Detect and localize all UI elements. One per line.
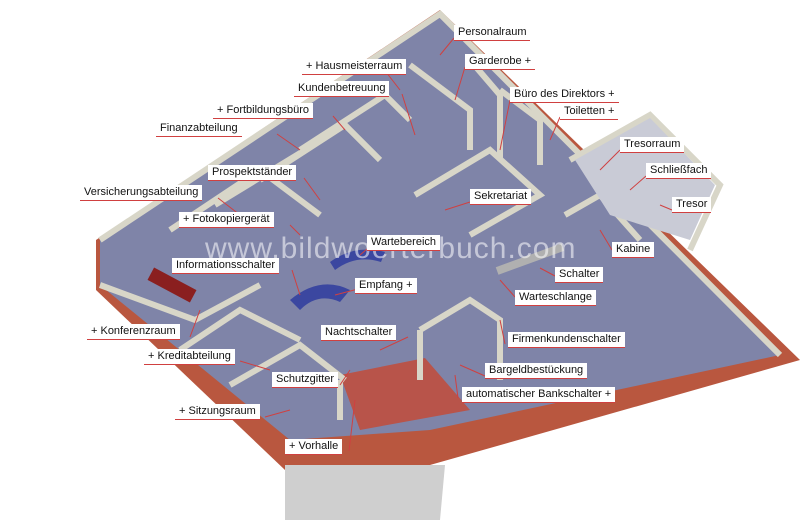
label-garderobe: Garderobe + (465, 54, 536, 70)
label-empfang: Empfang + (355, 278, 417, 294)
label-personalraum: Personalraum (454, 25, 531, 41)
label-informationsschalter: Informationsschalter (172, 258, 280, 274)
label-warteschlange: Warteschlange (515, 290, 596, 306)
label-fotokopiergeraet: + Fotokopiergerät (179, 212, 274, 228)
label-prospektstaender: Prospektständer (208, 165, 297, 181)
label-wartebereich: Wartebereich (367, 235, 441, 251)
label-schutzgitter: Schutzgitter (272, 372, 339, 388)
label-tresorraum: Tresorraum (620, 137, 685, 153)
label-hausmeisterraum: + Hausmeisterraum (302, 59, 407, 75)
label-sitzungsraum: + Sitzungsraum (175, 404, 260, 420)
label-tresor: Tresor (672, 197, 712, 213)
entrance-steps (285, 465, 445, 520)
label-vorhalle: + Vorhalle (285, 439, 343, 455)
label-automatischer-bankschalter: automatischer Bankschalter + (462, 387, 616, 403)
label-kabine: Kabine (612, 242, 655, 258)
label-bargeldbestueckung: Bargeldbestückung (485, 363, 588, 379)
label-kreditabteilung: + Kreditabteilung (144, 349, 235, 365)
waiting-sofa (330, 249, 385, 270)
label-konferenzraum: + Konferenzraum (87, 324, 180, 340)
label-finanzabteilung: Finanzabteilung (156, 121, 242, 137)
label-nachtschalter: Nachtschalter (321, 325, 397, 341)
vestibule-floor (340, 358, 470, 430)
teller-counter (495, 243, 565, 275)
label-firmenkundenschalter: Firmenkundenschalter (508, 332, 625, 348)
label-sekretariat: Sekretariat (470, 189, 532, 205)
label-toiletten: Toiletten + (560, 104, 619, 120)
conference-table (147, 267, 197, 303)
label-versicherungsabteilung: Versicherungsabteilung (80, 185, 203, 201)
label-schalter: Schalter (555, 267, 604, 283)
label-fortbildungsbuero: + Fortbildungsbüro (213, 103, 314, 119)
label-buero-des-direktors: Büro des Direktors + (510, 87, 619, 103)
reception-desk (290, 284, 350, 310)
label-kundenbetreuung: Kundenbetreuung (294, 81, 390, 97)
label-schliessfach: Schließfach (646, 163, 712, 179)
